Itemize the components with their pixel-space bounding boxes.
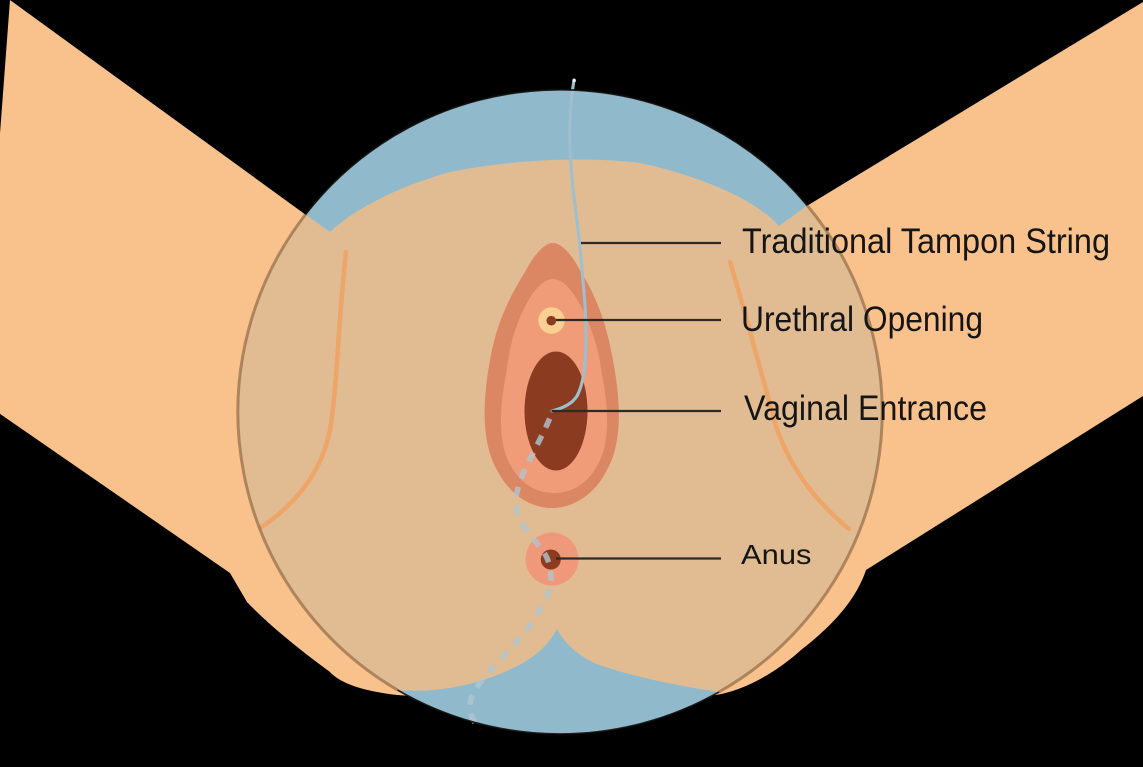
svg-text:Traditional Tampon String: Traditional Tampon String: [742, 222, 1110, 261]
svg-text:Anus: Anus: [741, 539, 812, 570]
svg-text:Vaginal Entrance: Vaginal Entrance: [744, 389, 987, 428]
svg-text:Urethral Opening: Urethral Opening: [741, 300, 983, 339]
